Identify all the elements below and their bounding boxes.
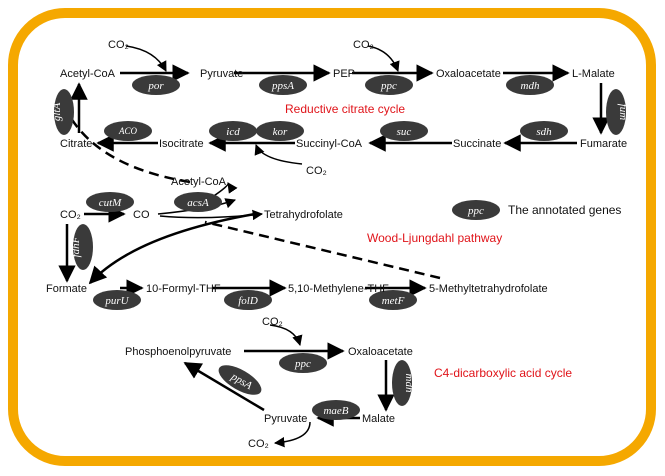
gene-metf-ellipse <box>369 290 417 310</box>
metabolite-acetyl-coa-mid: Acetyl-CoA <box>171 176 227 188</box>
metabolite-co: CO <box>133 209 150 221</box>
gene-suc: suc <box>397 126 412 138</box>
gene-kor-ellipse <box>256 121 304 141</box>
gene-maeb: maeB <box>323 405 348 417</box>
legend-gene-ellipse <box>452 200 500 220</box>
gene-puru-ellipse <box>93 290 141 310</box>
gene-por-ellipse <box>132 75 180 95</box>
metabolite-malate: Malate <box>362 413 395 425</box>
gene-icd-ellipse <box>209 121 257 141</box>
metabolite-fumarate: Fumarate <box>580 138 627 150</box>
metabolite-co2-1: CO₂ <box>108 39 129 51</box>
gene-fdhf-ellipse <box>73 224 93 270</box>
metabolite-citrate: Citrate <box>60 138 92 150</box>
gene-ppc-bottom: ppc <box>294 358 311 370</box>
metabolite-co2-3: CO₂ <box>306 165 327 177</box>
metabolite-oxaloacetate-bottom: Oxaloacetate <box>348 346 413 358</box>
metabolite-thf: Tetrahydrofolate <box>264 209 343 221</box>
legend-gene-label: ppc <box>467 205 484 217</box>
gene-sdh-ellipse <box>520 121 568 141</box>
gene-sdh: sdh <box>536 126 552 138</box>
gene-suc-ellipse <box>380 121 428 141</box>
gene-puru: purU <box>104 295 129 307</box>
gene-ppc-top-ellipse <box>365 75 413 95</box>
legend-text: The annotated genes <box>508 203 621 217</box>
gene-ppsa-top-ellipse <box>259 75 307 95</box>
gene-glta: gltA <box>51 103 63 122</box>
gene-mdh-bottom-ellipse <box>392 360 412 406</box>
pathway-c4-dicarboxylic: C4-dicarboxylic acid cycle <box>434 366 572 380</box>
gene-ppc-top: ppc <box>380 80 397 92</box>
gene-por: por <box>147 80 164 92</box>
wood-ljungdahl-arrows <box>57 94 441 297</box>
gene-ppsa-top: ppsA <box>271 80 294 92</box>
metabolite-pyruvate-bottom: Pyruvate <box>264 413 307 425</box>
metabolite-succinyl-coa: Succinyl-CoA <box>296 138 363 150</box>
metabolite-co2-4: CO₂ <box>262 316 283 328</box>
gene-icd: icd <box>226 126 240 138</box>
gene-metf: metF <box>382 295 405 307</box>
gene-mdh-bottom: mdh <box>403 374 415 393</box>
c4-cycle-arrows <box>183 324 395 448</box>
pathway-reductive-citrate: Reductive citrate cycle <box>285 102 405 116</box>
gene-fdhf: fdhF <box>70 236 82 257</box>
metabolite-succinate: Succinate <box>453 138 501 150</box>
metabolite-co2-wl: CO₂ <box>60 209 81 221</box>
reductive-citrate-arrows <box>70 45 610 165</box>
metabolite-pyruvate-top: Pyruvate <box>200 68 243 80</box>
metabolite-acetyl-coa-top: Acetyl-CoA <box>60 68 116 80</box>
metabolite-l-malate: L-Malate <box>572 68 615 80</box>
gene-acsa-ellipse <box>174 192 222 212</box>
pathway-wood-ljungdahl: Wood-Ljungdahl pathway <box>367 231 502 245</box>
metabolite-oxaloacetate-top: Oxaloacetate <box>436 68 501 80</box>
gene-acsa: acsA <box>187 197 209 209</box>
metabolite-pep-full: Phosphoenolpyruvate <box>125 346 231 358</box>
metabolite-methylene-thf: 5,10-Methylene-THF <box>288 283 389 295</box>
gene-kor: kor <box>273 126 288 138</box>
gene-aco-ellipse <box>104 121 152 141</box>
gene-glta-ellipse <box>54 89 74 135</box>
gene-ellipses <box>54 75 626 420</box>
metabolite-formate: Formate <box>46 283 87 295</box>
outer-frame <box>8 8 656 466</box>
gene-ppc-bottom-ellipse <box>279 353 327 373</box>
metabolite-pep: PEP <box>333 68 355 80</box>
gene-ppsa-bottom-ellipse <box>218 365 262 395</box>
metabolite-co2-2: CO₂ <box>353 39 374 51</box>
gene-fold: folD <box>238 295 258 307</box>
metabolite-formyl-thf: 10-Formyl-THF <box>146 283 221 295</box>
gene-fold-ellipse <box>224 290 272 310</box>
gene-maeb-ellipse <box>312 400 360 420</box>
metabolite-isocitrate: Isocitrate <box>159 138 204 150</box>
gene-cutm-ellipse <box>86 192 134 212</box>
metabolite-methyl-thf: 5-Methyltetrahydrofolate <box>429 283 548 295</box>
gene-fum: fum <box>617 104 629 121</box>
gene-aco: ACO <box>118 126 138 136</box>
gene-cutm: cutM <box>99 197 122 209</box>
gene-mdh-top: mdh <box>521 80 540 92</box>
metabolite-co2-5: CO₂ <box>248 438 269 450</box>
gene-fum-ellipse <box>606 89 626 135</box>
gene-mdh-top-ellipse <box>506 75 554 95</box>
